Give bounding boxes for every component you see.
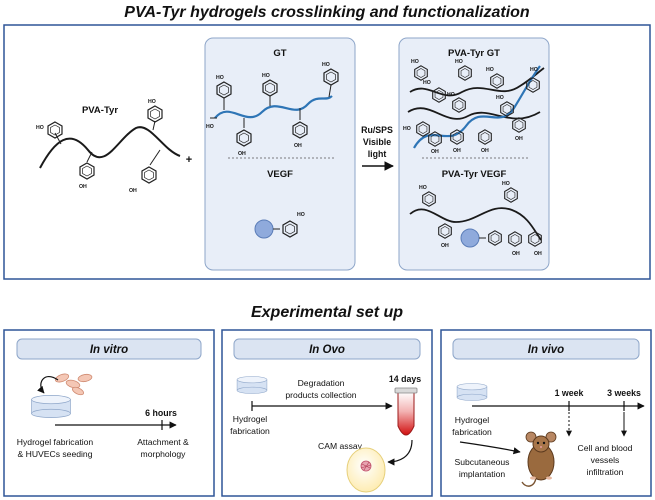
ho-label: HO	[496, 95, 504, 101]
pva-tyr-vegf-label: PVA-Tyr VEGF	[442, 169, 507, 180]
ho-label: HO	[403, 126, 411, 132]
reaction-condition-3: light	[368, 149, 387, 159]
in-ovo-curved-arrow	[387, 439, 413, 466]
seeding-arrow	[37, 375, 59, 394]
hydrogel-disc	[31, 395, 71, 418]
gt-vegf-panel	[204, 37, 356, 271]
ho-label: HO	[447, 92, 455, 98]
in-vitro-header	[16, 338, 202, 360]
in-ovo-deg-line1: Degradation	[298, 378, 345, 388]
bottom-title: Experimental set up	[251, 304, 403, 321]
in-ovo-deg-line2: products collection	[285, 390, 356, 400]
oh-label: OH	[534, 251, 542, 257]
pva-tyr-gt-label: PVA-Tyr GT	[448, 48, 500, 59]
mouse-icon	[521, 431, 557, 487]
in-vivo-time-1: 1 week	[555, 388, 584, 398]
ho-label: HO	[411, 59, 419, 65]
in-vivo-cell-line2: vessels	[591, 455, 620, 465]
top-title: PVA-Tyr hydrogels crosslinking and funct…	[124, 4, 530, 21]
egg-cam	[346, 447, 386, 493]
in-ovo-header	[233, 338, 421, 360]
gt-polymer: HO OH HO OH HO HO	[206, 62, 339, 157]
ho-label: HO	[419, 185, 427, 191]
in-vivo-heading: In vivo	[528, 344, 564, 356]
hydrogel-disc	[236, 376, 268, 394]
in-vivo-cell-line1: Cell and blood	[578, 443, 633, 453]
oh-label: OH	[441, 243, 449, 249]
ho-label: HO	[36, 125, 44, 131]
oh-label: OH	[79, 184, 87, 190]
in-vivo-fab-line2: fabrication	[452, 427, 492, 437]
in-vivo-time-2: 3 weeks	[607, 388, 641, 398]
in-vivo-sub-line1: Subcutaneous	[455, 457, 510, 467]
ho-label: HO	[148, 99, 156, 105]
in-vivo-sub-line2: implantation	[459, 469, 506, 479]
pva-tyr-label: PVA-Tyr	[82, 105, 118, 116]
in-ovo-fab-line2: fabrication	[230, 426, 270, 436]
in-vitro-fab-line1: Hydrogel fabrication	[17, 437, 94, 447]
oh-label: OH	[129, 188, 137, 194]
cam-assay-label: CAM assay	[318, 441, 363, 451]
oh-label: OH	[515, 136, 523, 142]
ho-label: HO	[423, 80, 431, 86]
pva-tyr-vegf-network: HO OH HO OH OH	[409, 181, 542, 257]
implant-arrow	[459, 441, 521, 455]
reaction-condition-1: Ru/SPS	[361, 125, 393, 135]
in-vivo-header	[452, 338, 640, 360]
in-ovo-heading: In Ovo	[309, 344, 345, 356]
in-ovo-fab-line1: Hydrogel	[233, 414, 267, 424]
pva-tyr-polymer: HO OH HO OH	[36, 99, 181, 194]
ho-label: HO	[206, 124, 214, 130]
in-vivo-cell-line3: infiltration	[587, 467, 624, 477]
ho-label: HO	[216, 75, 224, 81]
in-ovo-time: 14 days	[389, 374, 421, 384]
hydrogel-disc	[456, 383, 488, 401]
oh-label: OH	[512, 251, 520, 257]
oh-label: OH	[238, 151, 246, 157]
oh-label: OH	[431, 149, 439, 155]
in-vitro-time: 6 hours	[145, 408, 177, 418]
in-vitro-fab-line2: & HUVECs seeding	[18, 449, 93, 459]
oh-label: OH	[453, 148, 461, 154]
in-vitro-outcome-line2: morphology	[141, 449, 187, 459]
ho-label: HO	[486, 67, 494, 73]
ho-label: HO	[530, 67, 538, 73]
vegf-label: VEGF	[267, 169, 293, 180]
gt-label: GT	[273, 48, 286, 59]
pva-tyr-gt-network: HO HO HO HO HO HO HO HO OH OH OH OH	[403, 59, 545, 155]
vegf-molecule: HO	[254, 212, 305, 239]
products-panel	[398, 37, 550, 271]
oh-label: OH	[294, 143, 302, 149]
sample-tube	[394, 387, 418, 436]
in-vitro-outcome-line1: Attachment &	[137, 437, 189, 447]
oh-label: OH	[481, 148, 489, 154]
cells-icon	[54, 373, 93, 396]
ho-label: HO	[455, 59, 463, 65]
ho-label: HO	[297, 212, 305, 218]
reaction-condition-2: Visible	[363, 137, 391, 147]
ho-label: HO	[262, 73, 270, 79]
plus-sign: +	[186, 154, 192, 166]
ho-label: HO	[502, 181, 510, 187]
in-vitro-heading: In vitro	[90, 344, 128, 356]
in-vivo-fab-line1: Hydrogel	[455, 415, 489, 425]
ho-label: HO	[322, 62, 330, 68]
